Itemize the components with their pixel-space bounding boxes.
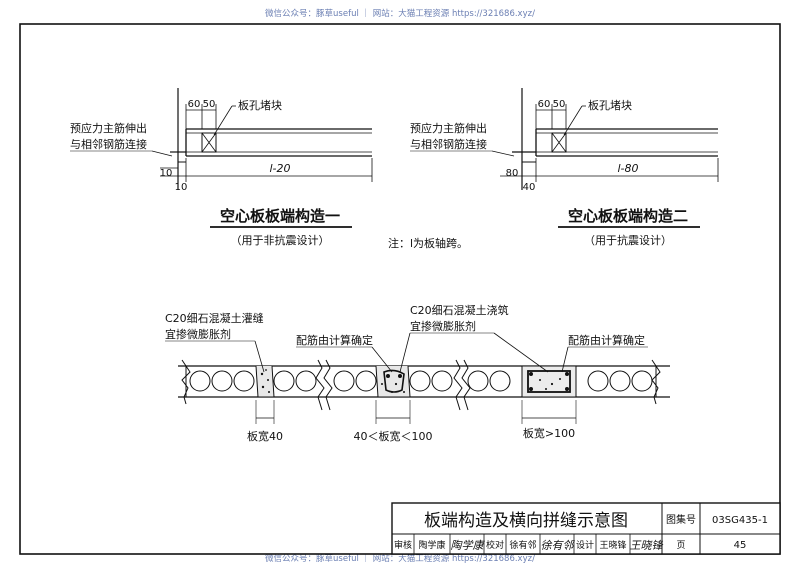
rebar-calc-2: 配筋由计算确定 [568, 333, 645, 347]
atlas-label: 图集号 [666, 513, 696, 526]
review-label: 审核 [394, 539, 412, 551]
sheet-border [19, 23, 781, 555]
detail-1: 60 50 板孔堵块 预应力主筋伸出 与相邻钢筋连接 l-20 10 10 空心… [70, 88, 373, 247]
d2-span-label: l-80 [617, 162, 638, 175]
design-label: 设计 [576, 539, 594, 551]
grout-2-line1: C20细石混凝土浇筑 [410, 303, 509, 317]
d2-dim-left-v: 80 [506, 168, 519, 179]
grout-1-line2: 宜掺微膨胀剂 [165, 327, 231, 341]
note: 注：l为板轴跨。 [388, 236, 468, 250]
detail-2: 60 50 板孔堵块 预应力主筋伸出 与相邻钢筋连接 l-80 80 40 空心… [410, 88, 719, 247]
d1-subtitle: （用于非抗震设计） [231, 233, 330, 247]
check-label: 校对 [486, 539, 504, 551]
cross-section: C20细石混凝土灌缝 宜掺微膨胀剂 C20细石混凝土浇筑 宜掺微膨胀剂 配筋由计… [165, 303, 670, 443]
d2-dim-50: 50 [553, 99, 566, 110]
d1-plug-label: 板孔堵块 [238, 98, 282, 112]
d1-rebar-label-2: 与相邻钢筋连接 [70, 137, 147, 151]
d1-dim-60: 60 [188, 99, 201, 110]
page-label: 页 [676, 540, 685, 551]
atlas-number: 03SG435-1 [712, 515, 768, 526]
d2-rebar-label-1: 预应力主筋伸出 [410, 121, 487, 135]
width-label-2: 40＜板宽＜100 [354, 429, 433, 443]
grout-1-line1: C20细石混凝土灌缝 [165, 311, 264, 325]
rebar-calc-1: 配筋由计算确定 [296, 333, 373, 347]
designer-name: 王晓锋 [599, 539, 626, 551]
title-block: 板端构造及横向拼缝示意图 图集号 03SG435-1 审核 陶学康 陶学康 校对… [391, 502, 781, 555]
d2-plug-label: 板孔堵块 [588, 98, 632, 112]
d2-title: 空心板板端构造二 [568, 207, 688, 225]
d2-rebar-label-2: 与相邻钢筋连接 [410, 137, 487, 151]
reviewer-signature: 陶学康 [451, 539, 486, 552]
d2-dim-60: 60 [538, 99, 551, 110]
d1-span-label: l-20 [269, 162, 290, 175]
grout-2-line2: 宜掺微膨胀剂 [410, 319, 476, 333]
checker-signature: 徐有邻 [541, 539, 576, 552]
width-label-1: 板宽40 [247, 429, 283, 443]
d1-dim-left-v: 10 [160, 168, 173, 179]
watermark-top: 微信公众号：豚草useful ｜ 网站：大猫工程资源 https://32168… [265, 8, 535, 19]
d2-subtitle: （用于抗震设计） [584, 233, 672, 247]
d1-dim-left-h: 10 [175, 182, 188, 193]
watermark-bottom: 微信公众号：豚草useful ｜ 网站：大猫工程资源 https://32168… [265, 553, 535, 564]
d1-title: 空心板板端构造一 [220, 207, 340, 225]
width-label-3: 板宽>100 [523, 426, 575, 440]
d1-dim-50: 50 [203, 99, 216, 110]
reviewer-name: 陶学康 [418, 539, 445, 551]
sheet-title: 板端构造及横向拼缝示意图 [424, 511, 628, 531]
d2-dim-left-h: 40 [523, 182, 536, 193]
checker-name: 徐有邻 [509, 539, 536, 551]
d1-rebar-label-1: 预应力主筋伸出 [70, 121, 147, 135]
page-number: 45 [734, 540, 747, 551]
designer-signature: 王晓锋 [630, 539, 664, 552]
